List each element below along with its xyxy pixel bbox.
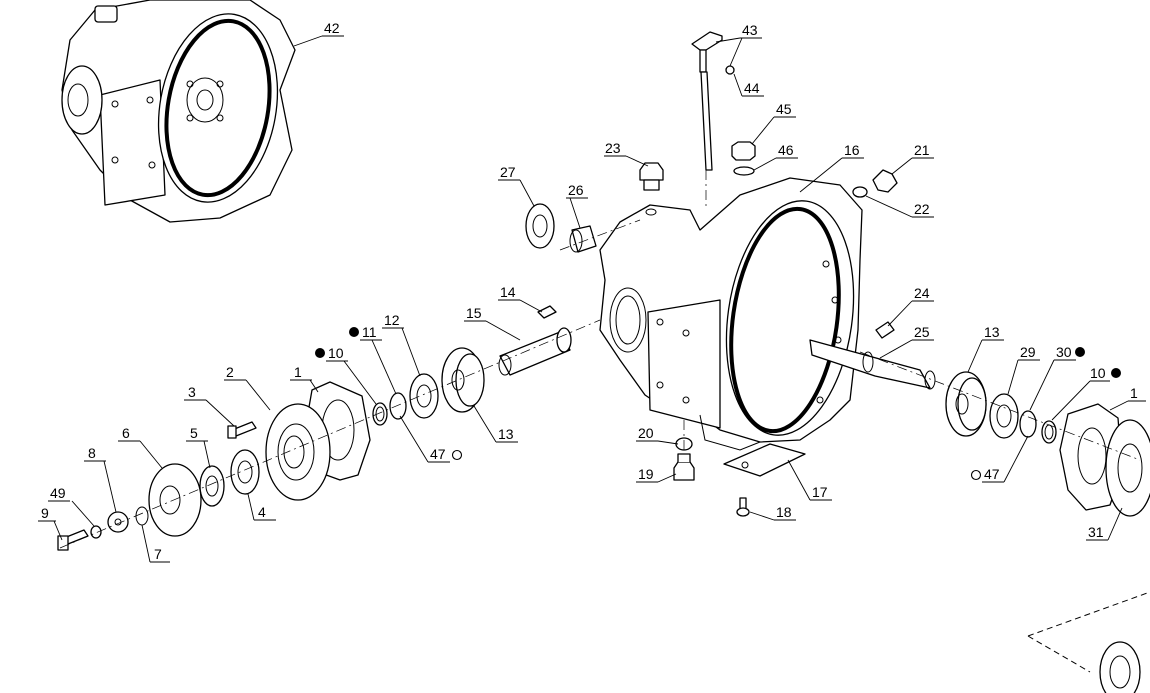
callout-46: 46 bbox=[778, 142, 794, 158]
needle-bearing-26 bbox=[569, 225, 597, 253]
filled-circle-icon-10-right bbox=[1111, 368, 1121, 378]
dipstick-43 bbox=[691, 31, 735, 171]
callout-10-right: 10 bbox=[1090, 365, 1106, 381]
bevel-gear-13-right bbox=[945, 371, 987, 437]
callout-10: 10 bbox=[328, 345, 344, 361]
callouts: 42 43 44 45 46 16 21 22 23 bbox=[38, 20, 1146, 563]
ring-10-right bbox=[1041, 420, 1057, 444]
filled-circle-icon-10 bbox=[315, 348, 325, 358]
flange-31 bbox=[1105, 419, 1150, 517]
callout-1-right: 1 bbox=[1130, 385, 1138, 401]
callout-25: 25 bbox=[914, 324, 930, 340]
callout-24: 24 bbox=[914, 285, 930, 301]
callout-13-left: 13 bbox=[498, 426, 514, 442]
snap-ring-7 bbox=[135, 506, 149, 526]
callout-4: 4 bbox=[258, 504, 266, 520]
callout-13-right: 13 bbox=[984, 324, 1000, 340]
callout-17: 17 bbox=[812, 484, 828, 500]
bolt-18 bbox=[736, 497, 750, 517]
partial-view-bottom-right bbox=[1027, 591, 1150, 693]
callout-16: 16 bbox=[844, 142, 860, 158]
callout-15: 15 bbox=[466, 305, 482, 321]
callout-29: 29 bbox=[1020, 344, 1036, 360]
bearing-12 bbox=[409, 373, 439, 419]
callout-3: 3 bbox=[188, 384, 196, 400]
callout-6: 6 bbox=[122, 425, 130, 441]
bearing-29 bbox=[989, 393, 1019, 439]
callout-47-left: 47 bbox=[430, 446, 446, 462]
callout-22: 22 bbox=[914, 201, 930, 217]
bearing-4 bbox=[230, 449, 260, 495]
callout-7: 7 bbox=[154, 546, 162, 562]
bearing-27 bbox=[525, 203, 555, 249]
callout-30: 30 bbox=[1056, 344, 1072, 360]
washer-49 bbox=[90, 525, 102, 539]
callout-42: 42 bbox=[324, 20, 340, 36]
plug-23 bbox=[639, 162, 664, 191]
callout-9: 9 bbox=[41, 505, 49, 521]
callout-43: 43 bbox=[742, 22, 758, 38]
base-plate-17 bbox=[723, 443, 806, 477]
shaft-25 bbox=[809, 339, 936, 390]
callout-5: 5 bbox=[190, 425, 198, 441]
callout-31: 31 bbox=[1088, 524, 1104, 540]
callout-2: 2 bbox=[226, 364, 234, 380]
callout-26: 26 bbox=[568, 182, 584, 198]
plug-45 bbox=[731, 141, 756, 176]
shaft-15 bbox=[498, 327, 572, 376]
bolt-9 bbox=[57, 529, 89, 551]
callout-8: 8 bbox=[88, 445, 96, 461]
housing-assembly-42 bbox=[61, 0, 296, 223]
spacer-30 bbox=[1019, 410, 1037, 438]
drain-plug-19 bbox=[673, 453, 695, 481]
main-housing-16 bbox=[599, 177, 863, 451]
filled-circle-icon-30 bbox=[1075, 347, 1085, 357]
callout-45: 45 bbox=[776, 101, 792, 117]
callout-19: 19 bbox=[638, 466, 654, 482]
callout-20: 20 bbox=[638, 425, 654, 441]
callout-27: 27 bbox=[500, 164, 516, 180]
bevel-gear-13-left bbox=[441, 347, 485, 413]
callout-44: 44 bbox=[744, 80, 760, 96]
flange-2 bbox=[265, 403, 331, 501]
spacer-11 bbox=[389, 392, 407, 420]
callout-11: 11 bbox=[362, 324, 377, 340]
callout-14: 14 bbox=[500, 284, 516, 300]
washer-8 bbox=[107, 511, 129, 533]
open-circle-icon-47-right bbox=[970, 469, 982, 481]
gasket-1-right bbox=[1059, 403, 1123, 511]
callout-12: 12 bbox=[384, 312, 400, 328]
ring-10 bbox=[372, 402, 388, 426]
callout-47-right: 47 bbox=[984, 466, 1000, 482]
callout-1-left: 1 bbox=[294, 364, 302, 380]
callout-23: 23 bbox=[605, 140, 621, 156]
callout-18: 18 bbox=[776, 504, 792, 520]
key-24 bbox=[875, 321, 895, 339]
key-14 bbox=[537, 305, 557, 319]
callout-21: 21 bbox=[914, 142, 930, 158]
filled-circle-icon-11 bbox=[349, 327, 359, 337]
flange-6 bbox=[148, 463, 202, 537]
bolt-3 bbox=[227, 421, 257, 439]
callout-49: 49 bbox=[50, 485, 66, 501]
open-circle-icon-47-left bbox=[451, 449, 463, 461]
seal-5 bbox=[199, 465, 225, 507]
assembly-axes bbox=[59, 170, 1141, 549]
breather-21 bbox=[852, 169, 898, 198]
